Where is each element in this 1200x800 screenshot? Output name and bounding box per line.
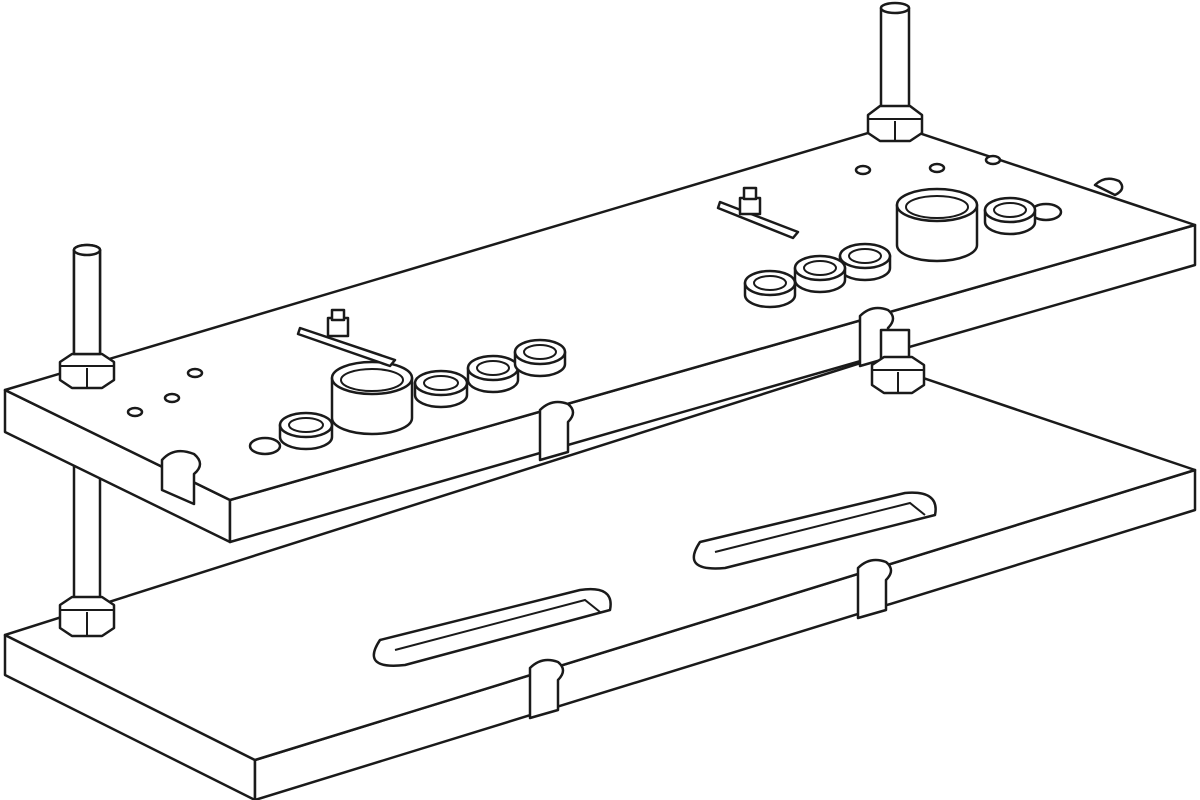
upper-plate <box>3 123 1197 544</box>
upper-notch-mid <box>538 400 575 462</box>
upper-notch-left <box>160 449 202 506</box>
left-clamp <box>296 326 397 368</box>
upper-notch-back <box>1093 177 1124 197</box>
right-guide-rod <box>866 1 926 395</box>
left-upper-nut <box>58 243 116 390</box>
left-bushing-group <box>126 308 567 456</box>
right-clamp <box>716 200 800 240</box>
lower-notch-left <box>528 658 565 720</box>
lower-plate <box>3 358 1197 800</box>
lower-notch-right <box>856 558 893 620</box>
right-bushing-group <box>716 154 1063 309</box>
